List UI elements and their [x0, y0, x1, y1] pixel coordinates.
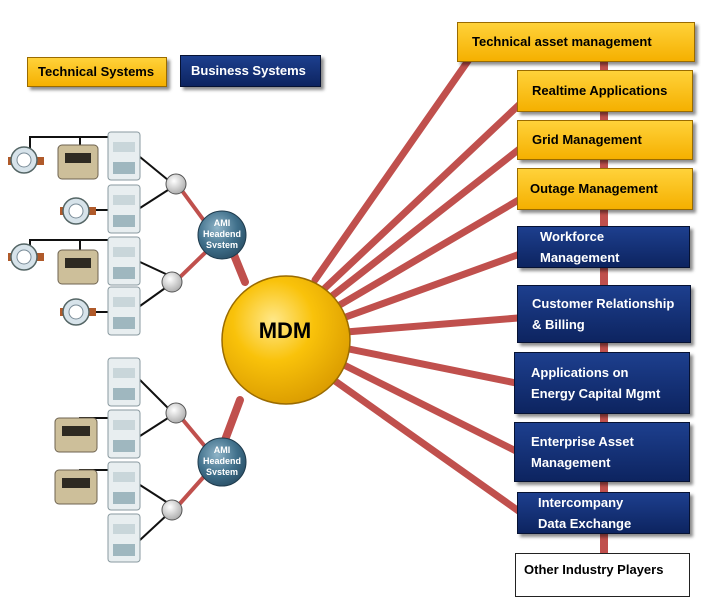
connector-workforce-management	[339, 250, 524, 322]
mdm-node	[221, 275, 351, 405]
water-meter-icon	[60, 197, 96, 225]
legend-business-systems: Business Systems	[180, 55, 321, 87]
water-meter-icon	[8, 243, 44, 271]
legend-business-label: Business Systems	[191, 63, 306, 79]
data-concentrator-icon	[107, 409, 141, 459]
system-label: Realtime Applications	[532, 83, 668, 99]
gas-meter-icon	[57, 249, 99, 285]
system-technical-asset-management: Technical asset management	[457, 22, 695, 62]
connector-energy-capital	[340, 344, 520, 387]
network-hub-icon	[161, 499, 183, 521]
ami-headend-bottom-node	[197, 437, 247, 487]
data-concentrator-icon	[107, 357, 141, 407]
network-hub-icon	[165, 173, 187, 195]
data-concentrator-icons	[107, 131, 141, 563]
water-meter-icon	[8, 146, 44, 174]
connector-technical-asset-management	[311, 54, 474, 284]
gas-meter-icon	[57, 144, 99, 180]
gas-meter-icon	[54, 417, 98, 453]
system-other-industry-players: Other Industry Players	[515, 553, 690, 597]
system-label: Outage Management	[530, 181, 658, 197]
connector-headend1-hub1	[178, 186, 207, 224]
water-meter-icon	[60, 298, 96, 326]
data-concentrator-icon	[107, 131, 141, 181]
data-concentrator-icon	[107, 286, 141, 336]
system-label: Grid Management	[532, 132, 642, 148]
connector-mdm-headend-bottom	[221, 396, 244, 444]
system-label: Workforce Management	[540, 228, 620, 265]
system-label: Enterprise Asset Management	[531, 433, 634, 470]
connector-realtime-applications	[321, 98, 526, 292]
system-outage-management: Outage Management	[517, 168, 693, 210]
data-concentrator-icon	[107, 513, 141, 563]
mdm-label: MDM	[258, 318, 312, 343]
network-hub-icon	[161, 271, 183, 293]
data-concentrator-icon	[107, 461, 141, 511]
connector-headend1-hub2	[175, 246, 212, 282]
system-label: Customer Relationship & Billing	[532, 295, 675, 332]
system-customer-relationship-billing: Customer Relationship & Billing	[517, 285, 691, 343]
system-label: Other Industry Players	[524, 562, 664, 577]
gas-meter-icon	[54, 469, 98, 505]
connector-enterprise-asset	[334, 358, 522, 456]
system-label: Applications on Energy Capital Mgmt	[531, 364, 661, 401]
ami-headend-bottom-label: AMI Headend System	[202, 445, 241, 475]
data-concentrator-icon	[107, 184, 141, 234]
system-energy-capital-management: Applications on Energy Capital Mgmt	[514, 352, 690, 414]
ami-headend-top-node	[197, 210, 247, 260]
system-grid-management: Grid Management	[517, 120, 693, 160]
gas-meter-icons	[54, 144, 99, 505]
system-workforce-management: Workforce Management	[517, 226, 690, 268]
system-realtime-applications: Realtime Applications	[517, 70, 693, 112]
connector-intercompany	[324, 372, 524, 516]
ami-headend-top-label: AMI Headend System	[202, 218, 241, 248]
system-intercompany-data-exchange: Intercompany Data Exchange	[517, 492, 690, 534]
data-concentrator-icon	[107, 236, 141, 286]
legend-technical-systems: Technical Systems	[27, 57, 167, 87]
connector-outage-management	[334, 194, 526, 310]
network-hub-icon	[165, 402, 187, 424]
connector-grid-management	[328, 143, 526, 300]
meter-wiring	[29, 136, 169, 541]
system-label: Intercompany Data Exchange	[538, 494, 632, 531]
water-meter-icons	[8, 146, 96, 326]
mdm-connectors	[311, 54, 526, 516]
connector-customer-relationship	[342, 314, 522, 336]
system-enterprise-asset-management: Enterprise Asset Management	[514, 422, 690, 482]
network-hub-icons	[161, 173, 187, 521]
connector-headend2-hub4	[174, 470, 210, 510]
system-label: Technical asset management	[472, 34, 652, 50]
legend-technical-label: Technical Systems	[38, 64, 155, 80]
